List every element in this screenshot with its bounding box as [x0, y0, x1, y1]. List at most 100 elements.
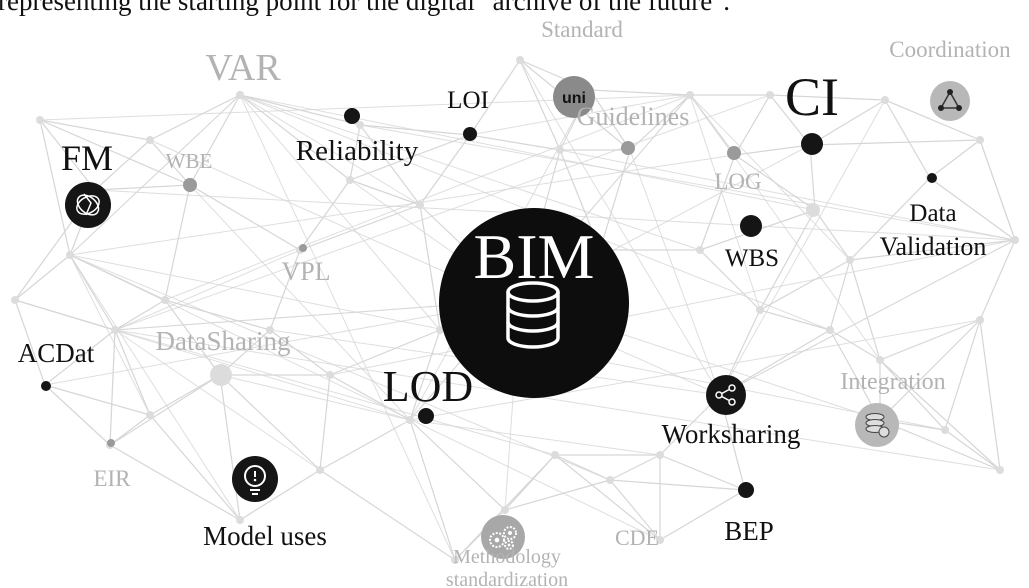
network-line [759, 259, 851, 311]
network-line [814, 209, 851, 261]
caption-text: representing the starting point for the … [0, 0, 731, 16]
term-label-eir: EIR [93, 466, 131, 491]
network-node [606, 476, 614, 484]
network-line [219, 374, 411, 421]
network-line [69, 254, 611, 481]
network-line [609, 479, 661, 541]
term-label-data-validation-2: Validation [880, 232, 987, 261]
network-line [849, 259, 881, 361]
network-line [219, 374, 241, 521]
network-line [164, 94, 691, 301]
network-line [14, 254, 71, 301]
network-node [826, 326, 834, 334]
network-line [609, 454, 661, 481]
network-line [114, 329, 151, 416]
network-line [239, 94, 351, 181]
network-line [39, 119, 71, 256]
network-line [44, 384, 151, 416]
term-dot [801, 133, 823, 155]
network-node [686, 91, 694, 99]
term-label-coordination: Coordination [889, 37, 1011, 62]
network-line [239, 469, 321, 521]
network-line [849, 177, 931, 261]
network-line [409, 319, 981, 421]
network-lines [14, 59, 1016, 561]
term-label-fm: FM [61, 138, 113, 178]
network-line [589, 89, 691, 96]
network-line [39, 119, 96, 191]
network-line [149, 414, 241, 521]
network-line [689, 94, 761, 311]
network-line [189, 94, 241, 186]
network-line [44, 329, 116, 386]
network-line [809, 139, 981, 146]
icon-badges: uni [65, 76, 970, 559]
term-label-standard: Standard [541, 17, 623, 42]
term-label-integration: Integration [840, 369, 945, 395]
network-line [734, 94, 771, 156]
network-node [846, 256, 854, 264]
network-node [346, 176, 354, 184]
network-line [319, 374, 331, 471]
network-line [299, 179, 351, 251]
network-line [109, 374, 221, 446]
network-line [149, 94, 241, 141]
search-lightbulb-icon [232, 456, 278, 502]
network-line [14, 299, 46, 386]
network-line [944, 319, 981, 431]
network-triangle-icon [930, 81, 970, 121]
network-line [69, 254, 241, 521]
network-line [419, 204, 441, 331]
network-line [319, 419, 411, 471]
network-line [589, 89, 631, 151]
network-node [416, 201, 424, 209]
network-line [769, 94, 886, 101]
network-node [451, 556, 459, 564]
network-node [996, 466, 1004, 474]
term-dot [299, 244, 307, 252]
database-sync-icon [855, 403, 899, 447]
term-label-wbe: WBE [166, 149, 213, 173]
network-node [356, 121, 364, 129]
network-line [149, 139, 721, 396]
term-dot [738, 482, 754, 498]
network-line [219, 374, 321, 471]
network-line [69, 254, 151, 416]
network-line [689, 94, 736, 156]
network-line [39, 119, 191, 186]
network-line [114, 329, 556, 456]
term-label-ci: CI [785, 67, 839, 127]
network-node [941, 426, 949, 434]
term-dot [727, 146, 741, 160]
network-line [239, 94, 441, 331]
network-line [519, 59, 721, 396]
term-label-worksharing: Worksharing [662, 419, 801, 449]
network-line [94, 139, 151, 191]
network-node [326, 371, 334, 379]
network-line [239, 94, 701, 251]
network-line [239, 94, 456, 561]
network-line [519, 59, 561, 151]
network-line [359, 124, 421, 206]
network-line [69, 254, 116, 331]
network-node [501, 506, 509, 514]
network-line [699, 249, 761, 311]
term-label-reliability: Reliability [296, 135, 419, 167]
network-line [879, 359, 1001, 471]
term-label-datasharing: DataSharing [156, 326, 291, 356]
network-node [876, 356, 884, 364]
network-node [1011, 236, 1019, 244]
network-line [734, 144, 811, 156]
network-line [734, 154, 816, 211]
network-line [884, 99, 931, 179]
network-line [629, 149, 721, 396]
network-line [114, 94, 771, 331]
network-line [699, 154, 736, 251]
network-line [884, 99, 981, 141]
term-label-lod: LOD [383, 362, 473, 411]
network-line [109, 444, 241, 521]
network-line [979, 139, 1016, 241]
network-line [164, 184, 191, 301]
term-dot [621, 141, 635, 155]
